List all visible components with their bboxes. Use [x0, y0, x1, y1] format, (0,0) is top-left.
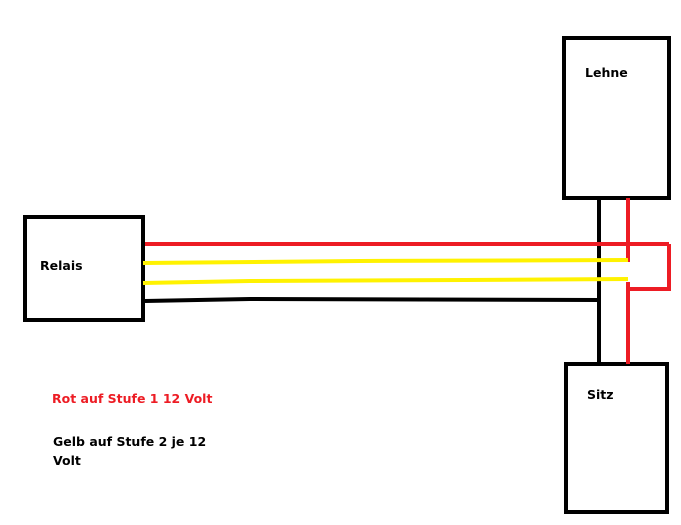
yellow-wire-2: [142, 277, 629, 285]
legend-yellow-text-line2: Volt: [53, 453, 81, 468]
sitz-box: [564, 362, 669, 514]
red-right-loop: [629, 244, 671, 291]
black-horizontal-wire: [144, 296, 601, 303]
lehne-label: Lehne: [585, 65, 628, 80]
lehne-box: [562, 36, 671, 200]
legend-yellow-text-line1: Gelb auf Stufe 2 je 12: [53, 434, 207, 449]
yellow-wire-1: [142, 258, 629, 265]
relais-box: [23, 215, 145, 322]
relais-label: Relais: [40, 258, 83, 273]
legend-red-text: Rot auf Stufe 1 12 Volt: [52, 391, 213, 406]
sitz-label: Sitz: [587, 387, 614, 402]
